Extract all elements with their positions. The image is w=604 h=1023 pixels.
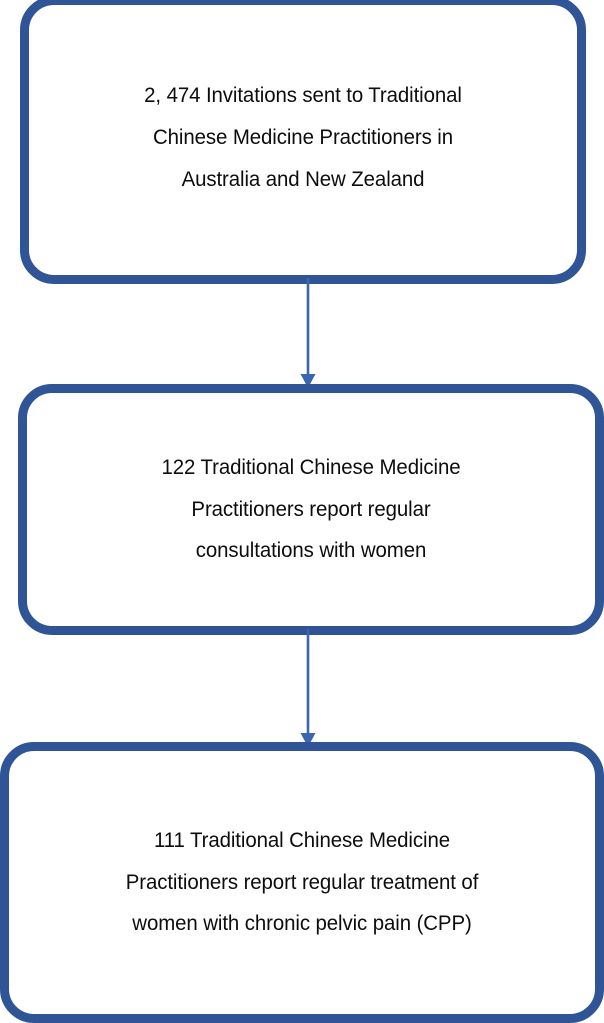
flowchart-node-3-label: 111 Traditional Chinese Medicine Practit… (24, 820, 581, 946)
flowchart-node-2-label: 122 Traditional Chinese Medicine Practit… (41, 447, 581, 573)
flowchart-node-3: 111 Traditional Chinese Medicine Practit… (0, 742, 604, 1023)
flowchart-node-1-label: 2, 474 Invitations sent to Traditional C… (43, 75, 564, 205)
flowchart-node-2: 122 Traditional Chinese Medicine Practit… (18, 384, 604, 635)
flowchart-node-3-line-2: Practitioners report regular treatment o… (125, 869, 479, 894)
flowchart-node-3-line-3: women with chronic pelvic pain (CPP) (132, 911, 472, 936)
flowchart-node-2-line-1: 122 Traditional Chinese Medicine (161, 454, 461, 479)
flowchart-node-1-line-3: Australia and New Zealand (181, 166, 425, 191)
flowchart-node-3-line-1: 111 Traditional Chinese Medicine (154, 827, 450, 852)
flowchart-arrow-2 (299, 629, 317, 747)
flowchart-arrow-1 (299, 278, 317, 388)
flowchart-node-1-line-2: Chinese Medicine Practitioners in (153, 125, 453, 150)
flowchart-node-2-line-3: consultations with women (195, 538, 427, 563)
arrow-down-icon (300, 278, 316, 388)
flowchart-node-1: 2, 474 Invitations sent to Traditional C… (20, 0, 586, 284)
arrow-down-icon (300, 629, 316, 747)
flowchart-node-1-line-1: 2, 474 Invitations sent to Traditional (144, 83, 462, 108)
flowchart-node-2-line-2: Practitioners report regular (191, 496, 431, 521)
